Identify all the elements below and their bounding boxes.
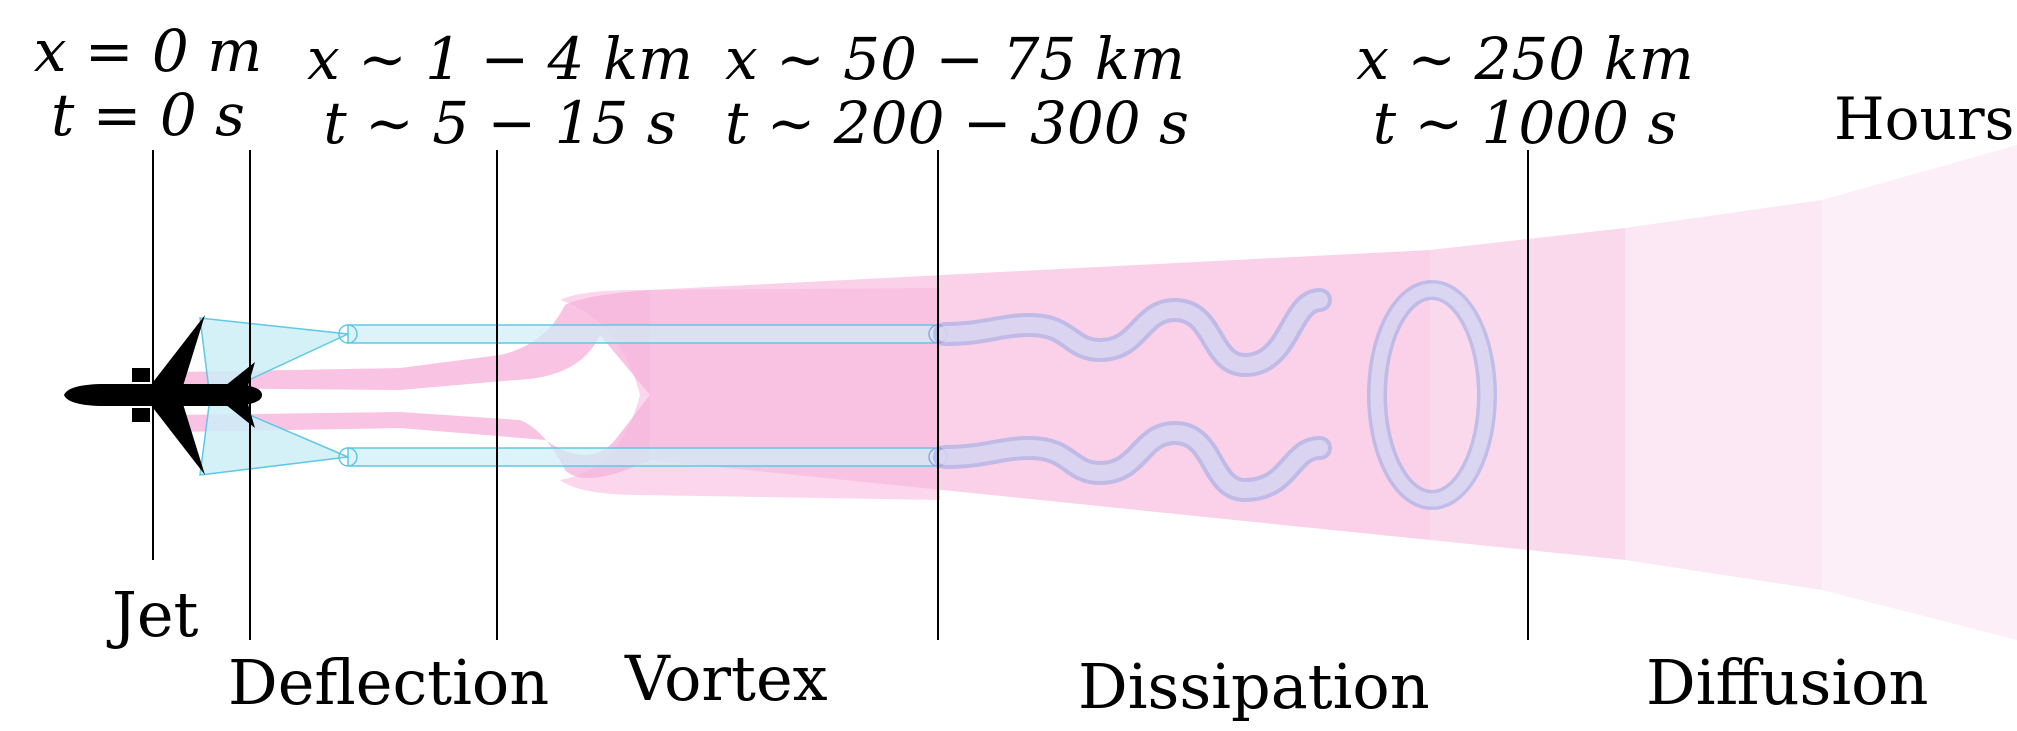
label-deflection-end-t: t ∼ 5 − 15 s [323,89,677,157]
vortex-waves [933,288,1332,503]
label-jet-start-t: t = 0 s [51,81,245,149]
phase-label-vortex: Vortex [625,642,828,715]
label-vortex-end-t: t ∼ 200 − 300 s [725,89,1189,157]
label-deflection-end: x ∼ 1 − 4 km t ∼ 5 − 15 s [305,30,695,152]
plume-diffusion-far [1822,145,2017,640]
jet-plume-upper [175,290,650,395]
phase-label-diffusion: Diffusion [1646,646,1929,719]
plume-diffusion [1625,200,1822,590]
phase-label-deflection: Deflection [228,646,550,719]
vortex-wave-lower-core [937,424,1328,499]
vortex-core-upper [338,324,358,344]
vortex-ring [1367,280,1497,510]
airplane-icon [64,315,262,475]
phase-label-dissipation: Dissipation [1078,650,1430,723]
vortex-wave-upper-core [937,292,1328,374]
label-dissipation-end: x ∼ 250 km t ∼ 1000 s [1355,30,1695,152]
vortex-plume-band [560,288,940,500]
jet-plume-lower [175,395,650,478]
wake-cone-lower [199,396,351,476]
label-hours: Hours [1834,85,2015,153]
plume [175,145,2017,640]
label-dissipation-end-t: t ∼ 1000 s [1372,89,1678,157]
label-vortex-end-x: x ∼ 50 − 75 km [725,25,1185,93]
wake-tube-upper [347,324,939,344]
label-jet-start: x = 0 m t = 0 s [28,22,268,144]
label-deflection-end-x: x ∼ 1 − 4 km [306,25,694,93]
phase-label-jet: Jet [112,578,199,651]
label-vortex-end: x ∼ 50 − 75 km t ∼ 200 − 300 s [725,25,1189,157]
vortex-core-lower [338,447,358,467]
label-dissipation-end-x: x ∼ 250 km [1356,25,1694,93]
wake-tube-lower [347,447,939,467]
label-jet-start-x: x = 0 m [33,17,263,85]
